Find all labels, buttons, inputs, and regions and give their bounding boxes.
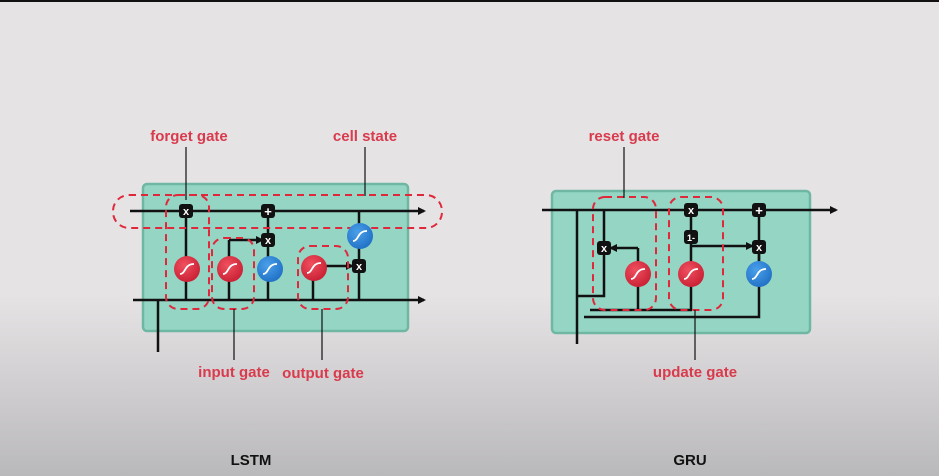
gru-inner-line-a	[577, 210, 606, 298]
lstm-cell-state-dashed	[112, 194, 443, 229]
lstm-input-multiply: x	[261, 233, 275, 247]
gru-update-dashed	[668, 196, 724, 311]
label-output-gate: output gate	[282, 365, 364, 382]
gru-reset-multiply: x	[597, 241, 611, 255]
gru-reset-sigmoid	[625, 261, 651, 287]
svg-text:x: x	[688, 205, 695, 217]
lstm-input-dashed	[211, 237, 255, 310]
gru-diagram: x x 1- + x	[542, 147, 838, 360]
gru-one-minus: 1-	[684, 230, 698, 244]
svg-text:+: +	[264, 204, 272, 219]
svg-text:+: +	[755, 203, 763, 218]
gru-update-sigmoid	[678, 261, 704, 287]
lstm-output-sigmoid	[301, 255, 327, 281]
label-forget-gate: forget gate	[150, 128, 228, 145]
gru-add: +	[752, 203, 766, 218]
gru-reset-dashed	[592, 196, 657, 311]
svg-text:x: x	[356, 261, 363, 273]
gru-tanh	[746, 261, 772, 287]
label-update-gate: update gate	[652, 364, 738, 381]
svg-text:1-: 1-	[687, 233, 695, 243]
lstm-forget-multiply: x	[179, 204, 193, 218]
svg-text:x: x	[601, 243, 608, 255]
svg-text:x: x	[183, 206, 190, 218]
gru-output-multiply: x	[752, 240, 766, 254]
lstm-input-sigmoid	[217, 256, 243, 282]
lstm-output-multiply: x	[352, 259, 366, 273]
lstm-cell-tanh	[347, 223, 373, 249]
lstm-input-tanh	[257, 256, 283, 282]
gru-title: GRU	[673, 452, 707, 469]
lstm-forget-dashed	[165, 194, 210, 310]
label-cell-state: cell state	[332, 128, 398, 145]
svg-text:x: x	[265, 235, 272, 247]
label-reset-gate: reset gate	[588, 128, 660, 145]
top-border	[0, 0, 939, 2]
gru-cell-box	[550, 189, 812, 335]
label-input-gate: input gate	[198, 364, 270, 381]
gru-update-multiply: x	[684, 203, 698, 217]
lstm-title: LSTM	[230, 452, 272, 469]
lstm-forget-sigmoid	[174, 256, 200, 282]
svg-text:x: x	[756, 242, 763, 254]
lstm-diagram: x + x x	[112, 147, 443, 360]
lstm-output-dashed	[297, 245, 349, 310]
lstm-add: +	[261, 204, 275, 219]
